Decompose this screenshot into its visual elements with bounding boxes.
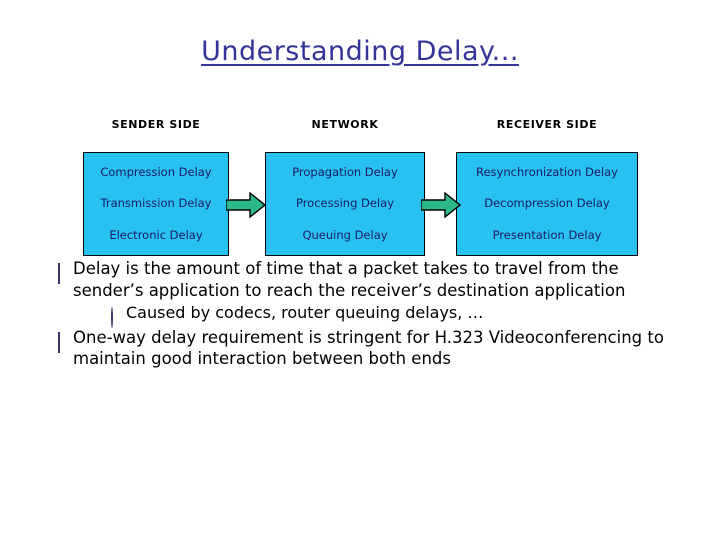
delay-item: Presentation Delay — [492, 227, 602, 242]
arrow-right-icon — [421, 192, 461, 218]
delay-box-receiver-side: Resynchronization Delay Decompression De… — [456, 152, 638, 256]
delay-item: Transmission Delay — [100, 196, 212, 211]
arrow-right-icon — [226, 192, 266, 218]
delay-diagram: SENDER SIDE NETWORK RECEIVER SIDE Compre… — [0, 118, 720, 260]
delay-item: Electronic Delay — [109, 227, 203, 242]
list-item: Caused by codecs, router queuing delays,… — [111, 302, 668, 328]
bullet-square-icon — [58, 263, 60, 284]
list-item: Delay is the amount of time that a packe… — [58, 258, 668, 302]
list-item-text: Caused by codecs, router queuing delays,… — [126, 302, 484, 322]
delay-item: Processing Delay — [295, 196, 395, 211]
delay-item: Queuing Delay — [302, 227, 388, 242]
list-item-text: One-way delay requirement is stringent f… — [73, 327, 664, 369]
bullet-list: Delay is the amount of time that a packe… — [58, 258, 668, 370]
bullet-square-icon — [58, 331, 60, 353]
delay-box-network: Propagation Delay Processing Delay Queui… — [265, 152, 425, 256]
bullet-circle-icon — [111, 306, 113, 328]
column-header-receiver-side: RECEIVER SIDE — [496, 118, 598, 131]
page-title: Understanding Delay... — [201, 36, 519, 67]
list-item: One-way delay requirement is stringent f… — [58, 327, 668, 371]
column-header-network: NETWORK — [311, 118, 379, 131]
delay-item: Resynchronization Delay — [476, 164, 618, 179]
delay-item: Decompression Delay — [484, 196, 610, 211]
column-header-sender-side: SENDER SIDE — [111, 118, 201, 131]
list-item-text: Delay is the amount of time that a packe… — [73, 259, 626, 300]
delay-item: Propagation Delay — [292, 164, 398, 179]
delay-item: Compression Delay — [100, 164, 212, 179]
delay-box-sender-side: Compression Delay Transmission Delay Ele… — [83, 152, 229, 256]
